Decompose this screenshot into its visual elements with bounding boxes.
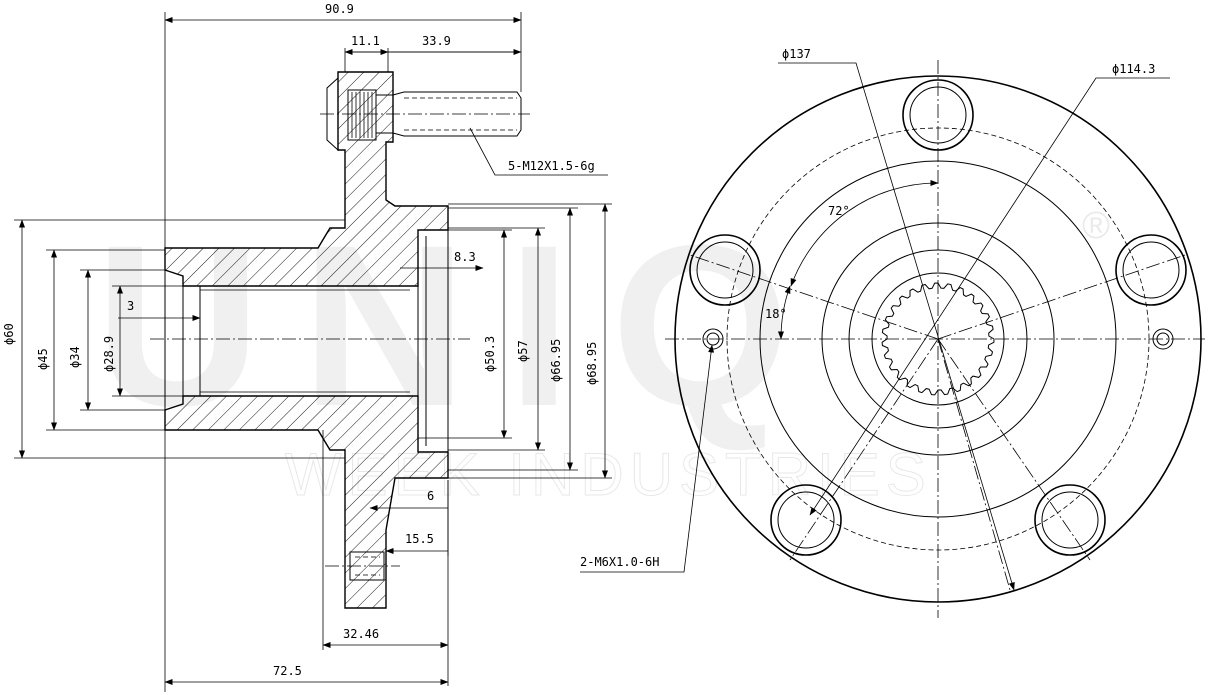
dim-hub-length: 32.46 — [343, 627, 379, 641]
dim-outer-diameter: ϕ60 — [2, 323, 16, 345]
dim-d34: ϕ34 — [68, 346, 82, 368]
side-dimensions: 90.9 11.1 33.9 5-M12X1.5-6g 8.3 3 ϕ60 ϕ4… — [2, 2, 612, 692]
dim-d66: ϕ66.95 — [549, 339, 563, 382]
hub-section-upper — [164, 71, 449, 287]
dim-base-length: 72.5 — [273, 664, 302, 678]
dim-stud-thread: 5-M12X1.5-6g — [508, 159, 595, 173]
dim-d57: ϕ57 — [516, 340, 530, 362]
dim-flange-diameter: ϕ137 — [782, 47, 811, 61]
side-section-view — [150, 71, 530, 609]
dim-tap-holes: 2-M6X1.0-6H — [580, 555, 659, 569]
dim-overall-length: 90.9 — [325, 2, 354, 16]
dim-chamfer: 3 — [127, 299, 134, 313]
watermark: UNIQ ® WEEK INDUSTRIES — [95, 197, 1110, 509]
front-dimensions: ϕ137 ϕ114.3 72° 18° 2-M6X1.0-6H — [580, 47, 1170, 591]
dim-flange-thickness: 6 — [427, 489, 434, 503]
dim-bore: ϕ28.9 — [102, 336, 116, 372]
dim-stud-head: 11.1 — [351, 34, 380, 48]
front-view — [665, 60, 1205, 618]
dim-stud-length: 33.9 — [422, 34, 451, 48]
dim-pitch-diameter: ϕ114.3 — [1112, 62, 1155, 76]
dim-recess-diameter: ϕ50.3 — [483, 336, 497, 372]
dim-d68: ϕ68.95 — [585, 342, 599, 385]
dim-angle-72: 72° — [828, 204, 850, 218]
dim-d45: ϕ45 — [36, 348, 50, 370]
stud-holes — [689, 79, 1187, 556]
watermark-registered: ® — [1082, 205, 1110, 247]
hub-section-lower — [164, 395, 449, 609]
tapped-hole-lower — [325, 551, 400, 581]
dim-angle-18: 18° — [765, 307, 787, 321]
wheel-stud — [320, 76, 530, 152]
dim-flange-to-face: 15.5 — [405, 532, 434, 546]
dim-recess-depth: 8.3 — [454, 250, 476, 264]
